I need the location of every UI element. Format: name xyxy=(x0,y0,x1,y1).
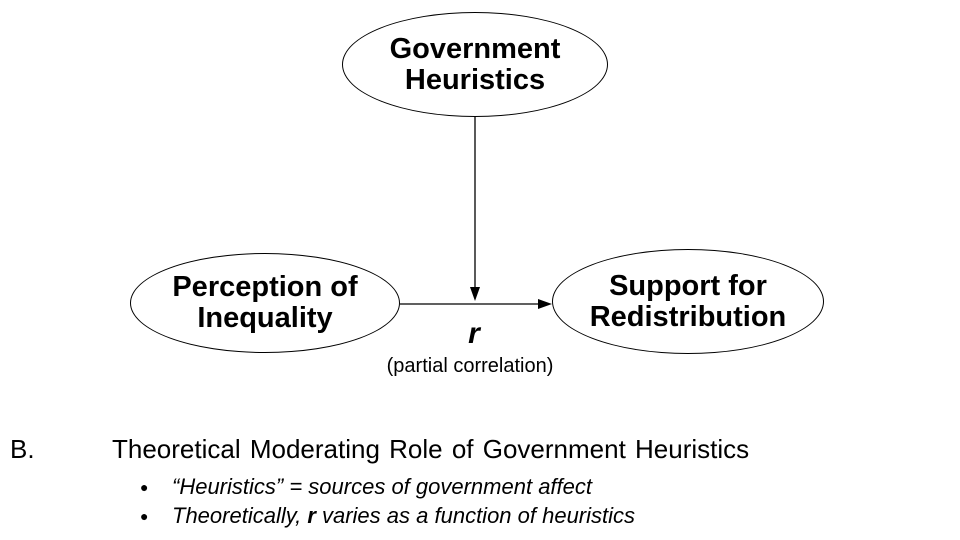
node-support-for-redistribution: Support for Redistribution xyxy=(552,249,824,354)
partial-correlation-caption: (partial correlation) xyxy=(386,355,554,377)
bullet-text-emph: r xyxy=(307,503,316,528)
moderation-arrow xyxy=(470,117,480,301)
bullet-text-pre: Theoretically, xyxy=(172,503,308,528)
bullet-text: Theoretically, r varies as a function of… xyxy=(172,503,635,529)
bullet-icon: ● xyxy=(140,479,149,495)
bullet-icon: ● xyxy=(140,508,149,524)
node-perception-of-inequality: Perception of Inequality xyxy=(130,253,400,353)
correlation-arrow xyxy=(400,299,552,309)
node-label-line1: Perception of xyxy=(172,271,358,303)
section-index: B. xyxy=(10,434,35,464)
bullet-item: ● “Heuristics” = sources of government a… xyxy=(140,474,592,500)
node-label-line2: Redistribution xyxy=(589,300,787,333)
node-label-line2: Heuristics xyxy=(404,63,546,96)
node-label-line2: Inequality xyxy=(197,302,333,334)
node-government-heuristics: Government Heuristics xyxy=(342,12,608,117)
bullet-item: ● Theoretically, r varies as a function … xyxy=(140,503,635,529)
section-title: Theoretical Moderating Role of Governmen… xyxy=(112,434,750,464)
correlation-r-label: r xyxy=(468,317,480,350)
node-label-line1: Support for xyxy=(609,269,767,302)
node-label-line1: Government xyxy=(389,32,561,65)
bullet-text-post: varies as a function of heuristics xyxy=(315,503,636,528)
bullet-text: “Heuristics” = sources of government aff… xyxy=(172,474,592,499)
